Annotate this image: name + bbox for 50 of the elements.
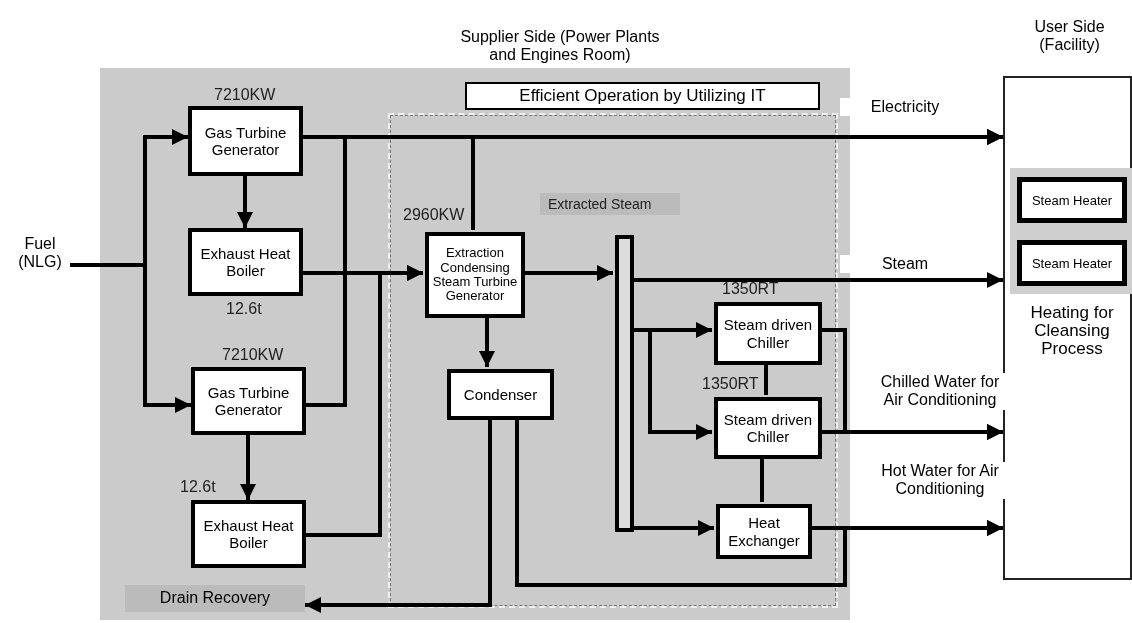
- arrow: [240, 435, 256, 500]
- arrow: [305, 418, 492, 613]
- process-box: [188, 106, 303, 176]
- box-text: Heat Exchanger: [727, 514, 801, 549]
- process-box: [425, 232, 525, 318]
- box-text: Exhaust Heat Boiler: [199, 244, 292, 280]
- process-box: [716, 504, 812, 559]
- capacity-label: 2960KW: [403, 206, 465, 224]
- box-text: Gas Turbine Generator: [206, 383, 291, 419]
- box-text: Steam Heater: [1031, 256, 1113, 270]
- arrow: [632, 328, 712, 440]
- arrow: [632, 520, 714, 536]
- box-text: Steam Heater: [1031, 193, 1113, 207]
- box-text: Drain Recovery: [159, 589, 271, 608]
- process-box: [714, 302, 822, 365]
- steam-header-bar: [615, 235, 634, 532]
- box-text: Fuel (NLG): [17, 234, 63, 272]
- capacity-label: 1350RT: [722, 280, 779, 298]
- panel-heading: Heating for Cleansing Process: [1029, 304, 1115, 358]
- box-text: Condenser: [463, 385, 538, 404]
- dashed-region: [388, 113, 838, 608]
- process-box: [1017, 240, 1127, 286]
- box-text: Gas Turbine Generator: [203, 123, 288, 159]
- process-box: [191, 367, 306, 435]
- capacity-label: 12.6t: [180, 478, 216, 496]
- capacity-label: 1350RT: [702, 375, 759, 393]
- process-box: [465, 82, 820, 110]
- connector-line: [764, 363, 768, 395]
- box-text: Steam driven Chiller: [722, 410, 814, 446]
- process-box: [447, 369, 554, 420]
- panel-heading: Supplier Side (Power Plants and Engines Room): [459, 28, 661, 64]
- box-text: Exhaust Heat Boiler: [202, 516, 295, 552]
- box-text: Extraction Condensing Steam Turbine Generator: [431, 246, 519, 304]
- box-text: Efficient Operation by Utilizing IT: [519, 86, 766, 106]
- arrow: [523, 265, 613, 281]
- arrow: [237, 176, 253, 228]
- note-box: [125, 585, 305, 612]
- process-box: [191, 500, 306, 568]
- arrow: [632, 272, 1003, 288]
- arrow: [479, 316, 495, 367]
- panel-heading: User Side (Facility): [1033, 18, 1106, 54]
- capacity-label: 7210KW: [222, 346, 284, 364]
- capacity-label: 12.6t: [226, 300, 262, 318]
- connector-line: [760, 457, 764, 502]
- header-label: Extracted Steam: [540, 193, 680, 215]
- process-box: [714, 397, 822, 459]
- capacity-label: 7210KW: [214, 86, 276, 104]
- process-box: [188, 228, 303, 296]
- process-box: [1017, 177, 1127, 223]
- box-text: Steam driven Chiller: [722, 316, 814, 351]
